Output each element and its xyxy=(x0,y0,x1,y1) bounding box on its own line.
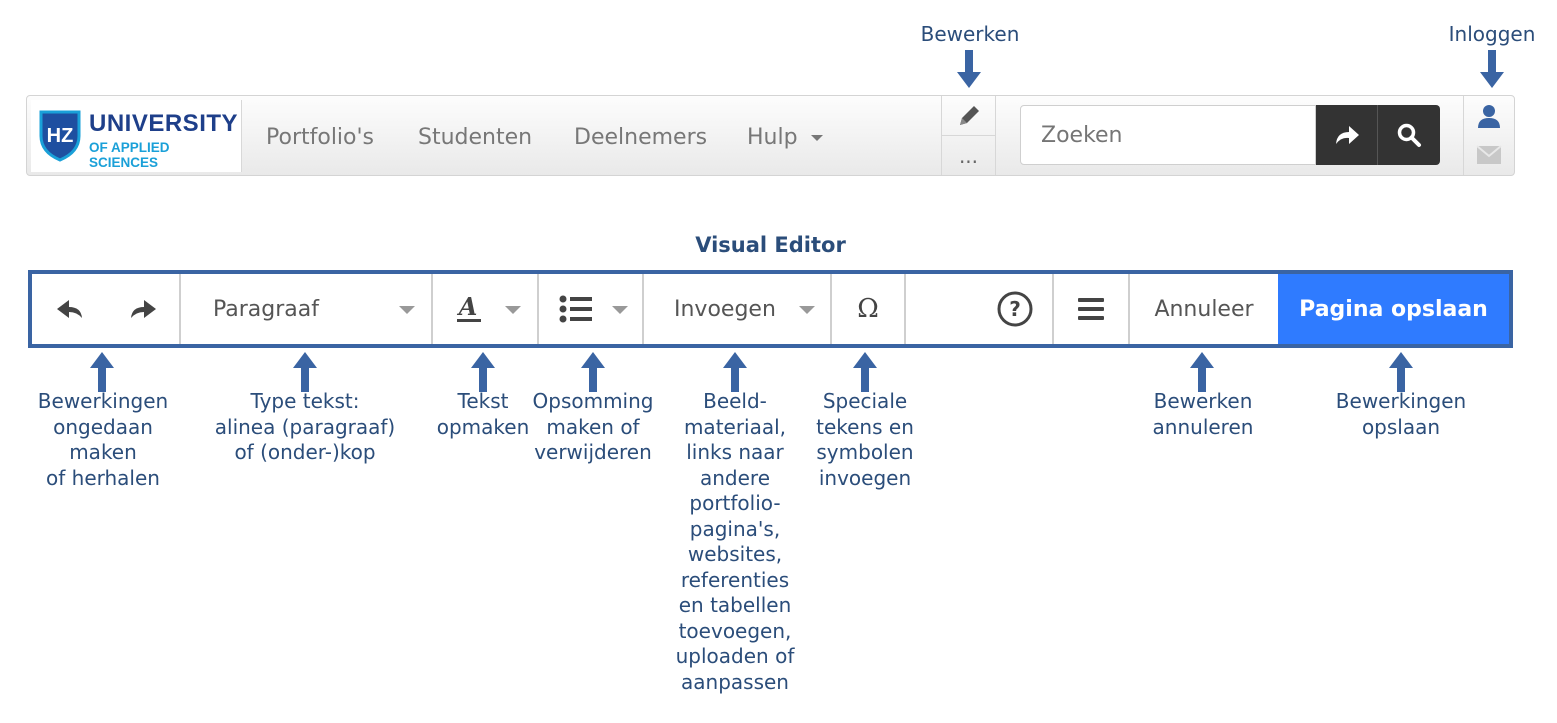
special-characters-button[interactable]: Ω xyxy=(832,274,904,344)
nav-item-studenten[interactable]: Studenten xyxy=(418,125,533,150)
arrow-up-text-type xyxy=(292,352,318,392)
cancel-button[interactable]: Annuleer xyxy=(1130,274,1278,344)
omega-icon: Ω xyxy=(857,294,879,324)
page-options-menu-button[interactable] xyxy=(1054,274,1128,344)
svg-text:?: ? xyxy=(1009,297,1021,321)
annotation-login: Inloggen xyxy=(1448,22,1536,46)
toolbar-divider xyxy=(179,274,181,344)
bulleted-list-icon xyxy=(559,295,592,323)
chevron-down-icon xyxy=(505,306,521,314)
annotation-list: Opsomming maken of verwijderen xyxy=(532,389,654,464)
logo-university-text: UNIVERSITY xyxy=(89,110,239,137)
undo-button[interactable] xyxy=(32,274,107,344)
nav-item-deelnemers[interactable]: Deelnemers xyxy=(574,125,708,150)
edit-more-divider xyxy=(942,135,995,136)
save-page-button[interactable]: Pagina opslaan xyxy=(1278,274,1509,344)
login-button[interactable] xyxy=(1464,96,1514,135)
university-logo[interactable]: HZ UNIVERSITY OF APPLIED SCIENCES xyxy=(31,100,242,172)
envelope-icon xyxy=(1476,145,1502,164)
arrow-up-save xyxy=(1388,352,1414,392)
insert-label: Invoegen xyxy=(674,296,776,322)
nav-item-portfolios[interactable]: Portfolio's xyxy=(266,125,375,150)
arrow-down-edit xyxy=(956,50,982,90)
visual-editor-title: Visual Editor xyxy=(695,233,846,257)
arrow-up-undo-redo xyxy=(89,352,115,392)
arrow-up-insert xyxy=(722,352,748,392)
text-style-dropdown[interactable]: A xyxy=(433,274,537,344)
insert-dropdown[interactable]: Invoegen xyxy=(644,274,830,344)
user-icon xyxy=(1478,104,1500,128)
pencil-icon xyxy=(959,105,979,125)
nav-divider xyxy=(1463,96,1464,175)
arrow-up-format-text xyxy=(470,352,496,392)
menu-icon xyxy=(1078,298,1104,320)
search-input[interactable] xyxy=(1020,105,1316,165)
arrow-up-cancel xyxy=(1189,352,1215,392)
nav-item-hulp-label: Hulp xyxy=(747,125,798,150)
search-button[interactable] xyxy=(1378,105,1440,165)
toolbar-divider xyxy=(1128,274,1130,344)
share-forward-icon xyxy=(1336,126,1359,144)
toolbar-divider xyxy=(830,274,832,344)
toolbar-divider xyxy=(431,274,433,344)
hz-shield-icon: HZ xyxy=(39,110,81,162)
toolbar-divider xyxy=(904,274,906,344)
svg-text:HZ: HZ xyxy=(47,125,74,147)
annotation-undo-redo: Bewerkingen ongedaan maken of herhalen xyxy=(37,389,169,490)
undo-icon xyxy=(56,300,82,318)
help-button[interactable]: ? xyxy=(978,274,1052,344)
toolbar-divider xyxy=(537,274,539,344)
annotation-text-type: Type tekst: alinea (paragraaf) of (onder… xyxy=(214,389,396,464)
arrow-up-special xyxy=(852,352,878,392)
search-button-divider xyxy=(1377,105,1378,165)
list-dropdown[interactable] xyxy=(539,274,642,344)
redo-icon xyxy=(131,300,156,318)
search-go-button[interactable] xyxy=(1316,105,1378,165)
redo-button[interactable] xyxy=(107,274,179,344)
annotation-edit: Bewerken xyxy=(920,22,1020,46)
help-icon: ? xyxy=(997,291,1033,327)
annotation-special: Speciale tekens en symbolen invoegen xyxy=(816,389,914,490)
chevron-down-icon xyxy=(799,306,815,314)
visual-editor-toolbar: Paragraaf A Invoegen Ω ? xyxy=(28,270,1513,348)
nav-item-hulp[interactable]: Hulp xyxy=(747,125,823,150)
chevron-down-icon xyxy=(612,306,628,314)
toolbar-divider xyxy=(1052,274,1054,344)
text-style-icon: A xyxy=(457,294,481,322)
nav-divider xyxy=(941,96,942,175)
messages-button[interactable] xyxy=(1464,136,1514,174)
svg-text:A: A xyxy=(457,294,478,321)
annotation-insert: Beeld- materiaal, links naar andere port… xyxy=(675,389,795,694)
more-actions-button[interactable]: ... xyxy=(958,144,979,168)
arrow-down-login xyxy=(1479,50,1505,90)
paragraph-format-label: Paragraaf xyxy=(213,296,320,322)
chevron-down-icon xyxy=(810,135,823,141)
annotation-save: Bewerkingen opslaan xyxy=(1335,389,1467,439)
cancel-button-label: Annuleer xyxy=(1154,296,1254,322)
top-navbar: HZ UNIVERSITY OF APPLIED SCIENCES Portfo… xyxy=(26,95,1515,176)
paragraph-format-dropdown[interactable]: Paragraaf xyxy=(181,274,431,344)
search-icon xyxy=(1397,123,1421,147)
logo-subline-text: OF APPLIED SCIENCES xyxy=(89,140,170,170)
chevron-down-icon xyxy=(399,306,415,314)
toolbar-divider xyxy=(642,274,644,344)
annotation-format-text: Tekst opmaken xyxy=(436,389,530,439)
edit-button[interactable] xyxy=(942,96,995,135)
annotation-cancel: Bewerken annuleren xyxy=(1152,389,1254,439)
nav-divider xyxy=(995,96,996,175)
arrow-up-list xyxy=(580,352,606,392)
